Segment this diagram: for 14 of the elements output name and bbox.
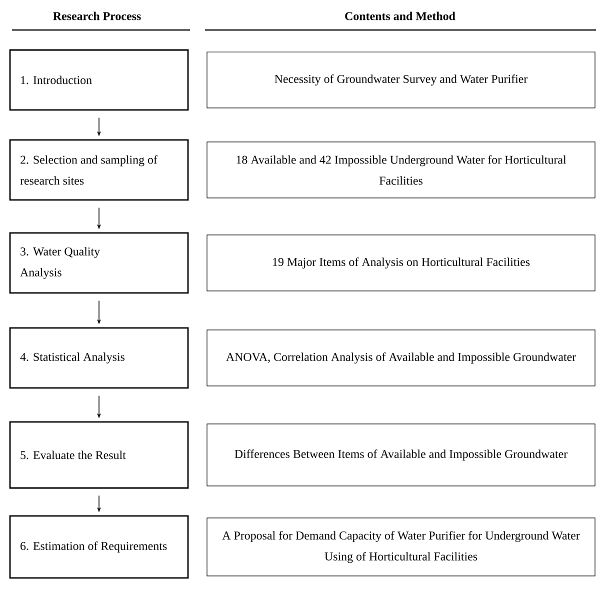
process-step-box: 1. Introduction	[9, 49, 189, 111]
content-box: 19 Major Items of Analysis on Horticultural Facilities	[206, 234, 596, 292]
content-box: A Proposal for Demand Capacity of Water Purifier for Underground Water Using of Horticultural Facilities	[206, 518, 596, 576]
column-header: Research Process	[53, 12, 141, 20]
content-box: Differences Between Items of Available and Impossible Groundwater	[206, 424, 596, 486]
content-box: 18 Available and 42 Impossible Underground Water for Horticultural Facilities	[206, 142, 596, 198]
process-step-box: 6. Estimation of Requirements	[9, 515, 189, 579]
process-step-box: 4. Statistical Analysis	[9, 327, 189, 389]
content-box: Necessity of Groundwater Survey and Water Purifier	[206, 52, 596, 108]
process-step-box: 3. Water Quality Analysis	[9, 232, 189, 294]
content-box: ANOVA, Correlation Analysis of Available and Impossible Groundwater	[206, 330, 596, 386]
process-step-box: 2. Selection and sampling of research sites	[9, 139, 189, 201]
column-header: Contents and Method	[345, 12, 456, 20]
process-step-box: 5. Evaluate the Result	[9, 421, 189, 489]
